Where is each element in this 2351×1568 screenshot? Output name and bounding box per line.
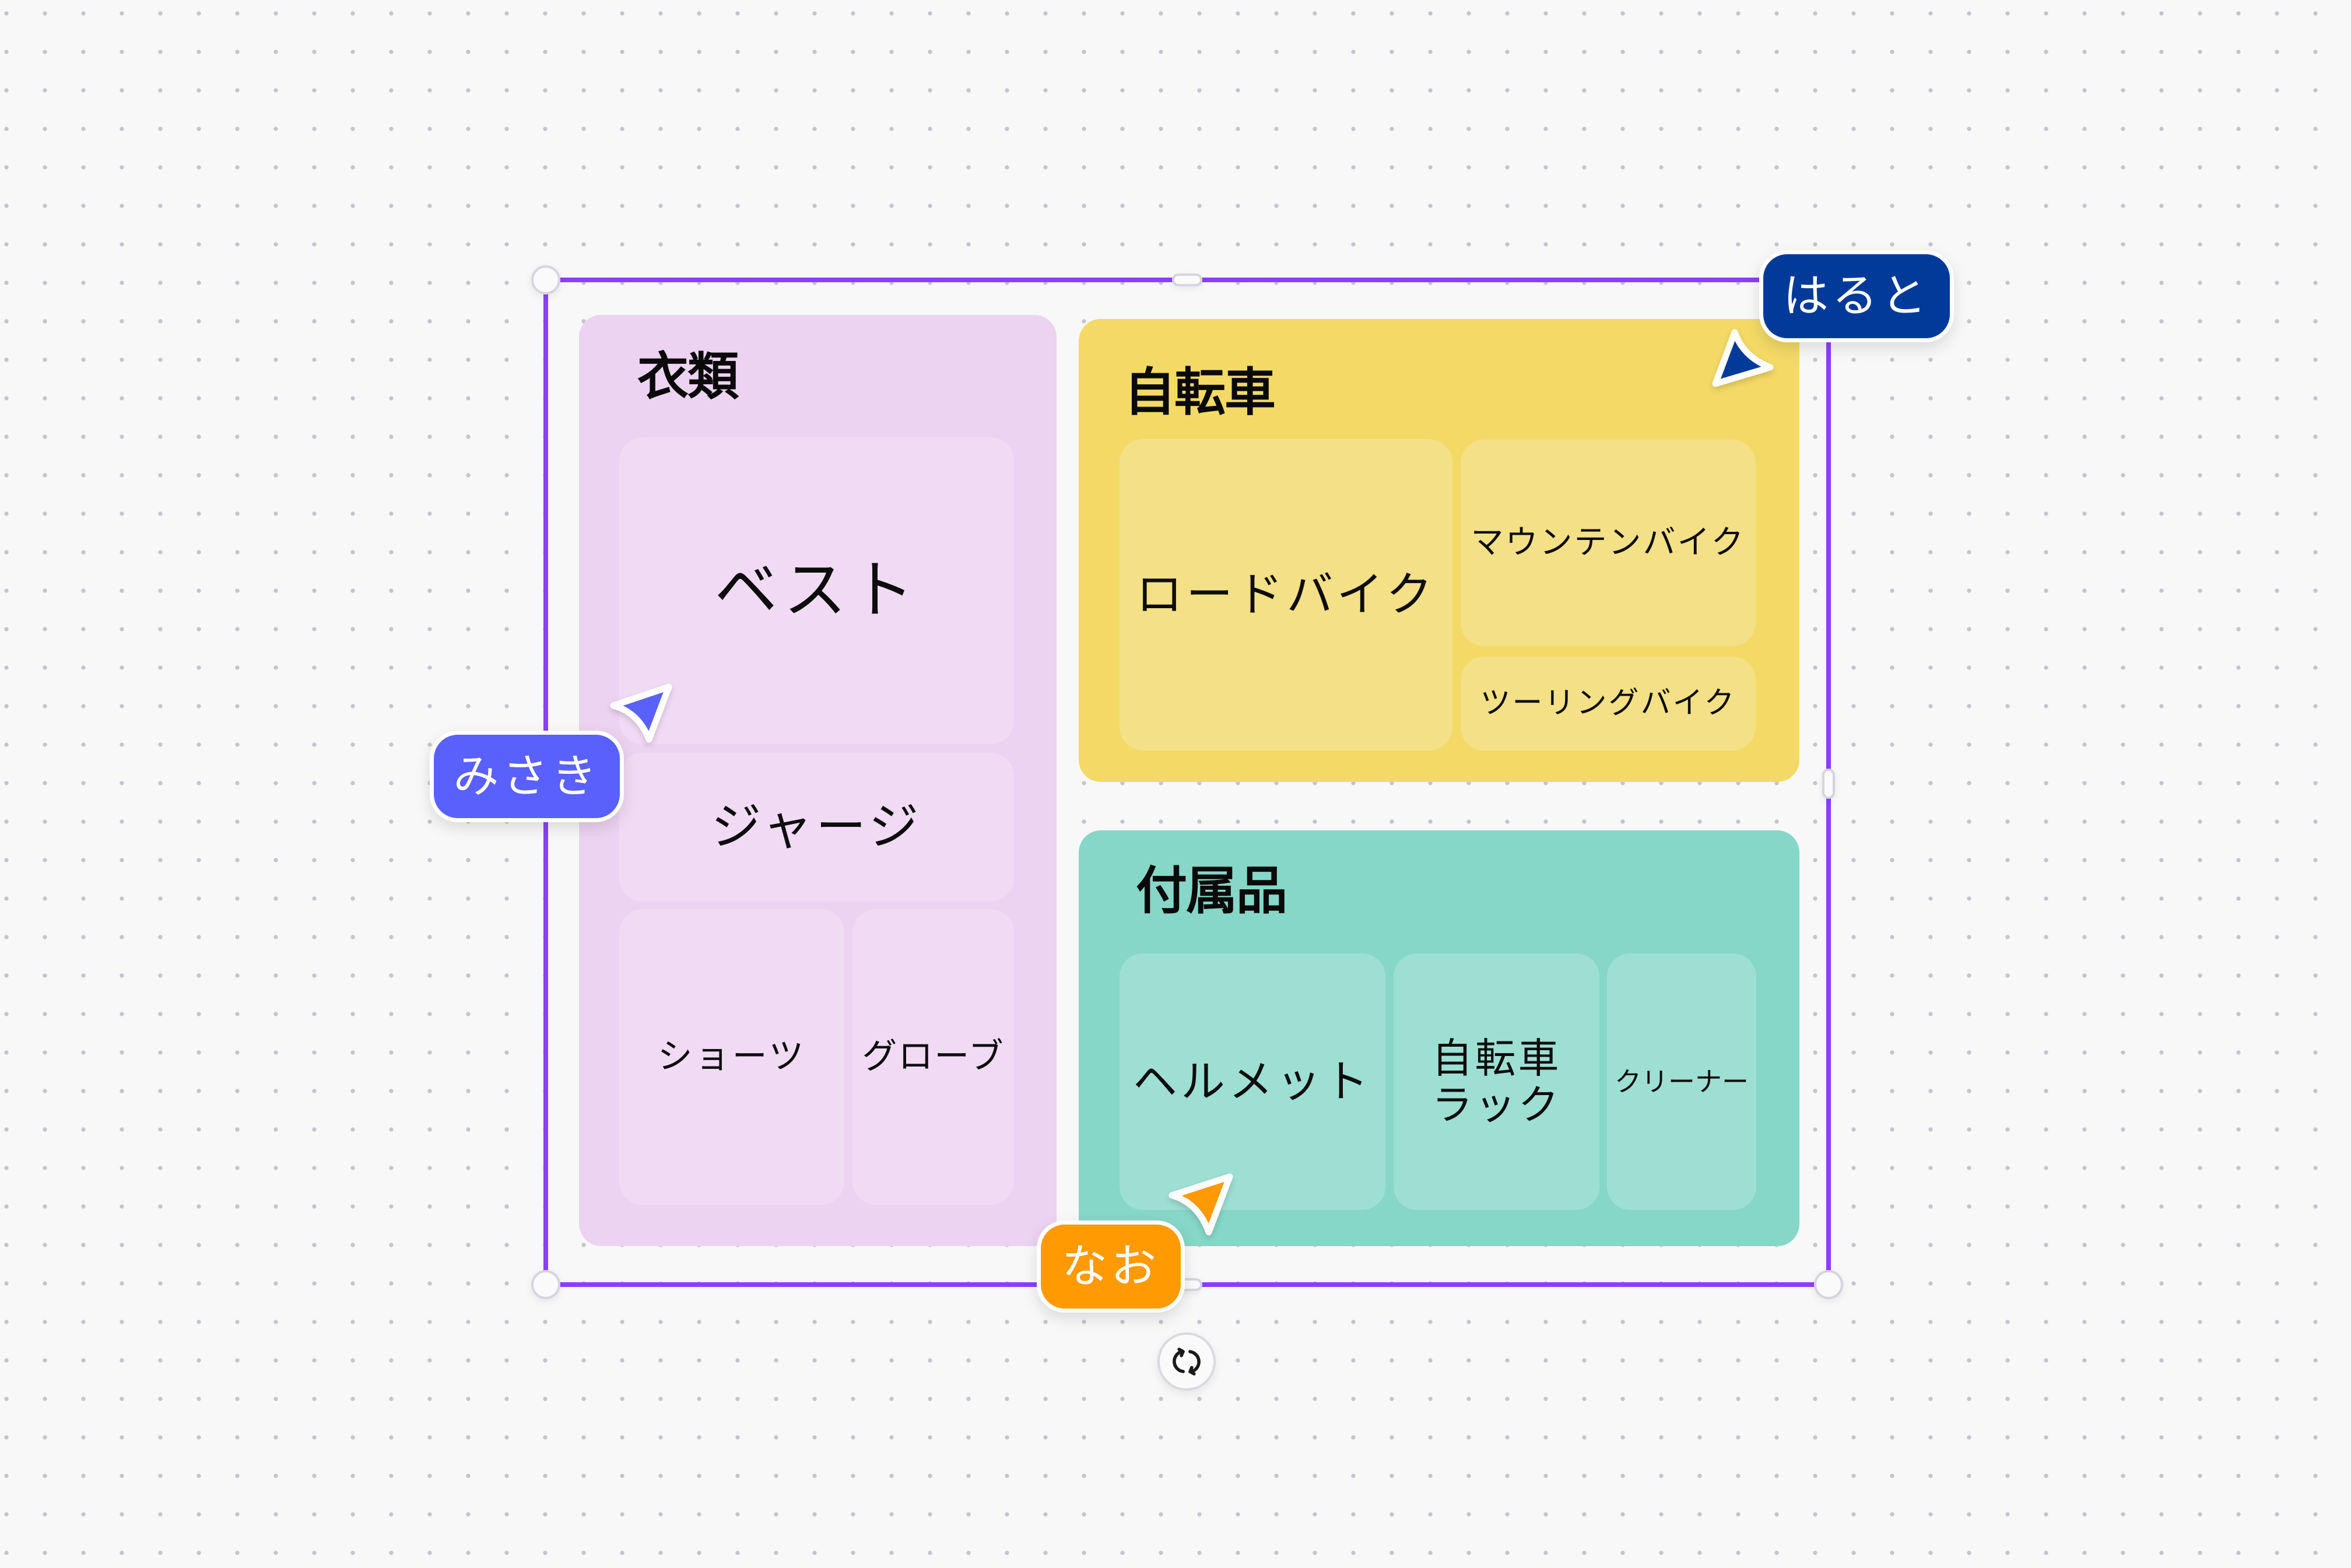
category-accessories[interactable]: 付属品 ヘルメット 自転車 ラック クリーナー (1079, 830, 1799, 1246)
collaborator-tag-haruto: はると (1759, 250, 1954, 342)
treemap-item-bike-rack[interactable]: 自転車 ラック (1394, 953, 1599, 1210)
resize-handle-bottom-right[interactable] (1814, 1270, 1843, 1299)
treemap-item-mountain-bike[interactable]: マウンテンバイク (1461, 440, 1756, 646)
rotate-icon (1173, 1348, 1201, 1376)
rotate-button[interactable] (1157, 1332, 1216, 1391)
cursor-icon-nao (1169, 1173, 1233, 1236)
treemap-item-helmet[interactable]: ヘルメット (1120, 953, 1385, 1210)
resize-handle-top-left[interactable] (531, 265, 560, 294)
cursor-icon-misaki (610, 683, 672, 743)
category-bicycles[interactable]: 自転車 ロードバイク マウンテンバイク ツーリングバイク (1079, 319, 1799, 782)
resize-handle-right[interactable] (1822, 769, 1835, 799)
category-title: 自転車 (1124, 362, 1276, 422)
treemap-item-touring-bike[interactable]: ツーリングバイク (1461, 657, 1756, 750)
collaborator-tag-nao: なお (1037, 1220, 1185, 1313)
resize-handle-bottom-left[interactable] (531, 1270, 560, 1299)
resize-handle-top[interactable] (1172, 273, 1202, 286)
treemap-item-jersey[interactable]: ジャージ (619, 753, 1014, 901)
cursor-icon-haruto (1712, 329, 1774, 387)
treemap-item-cleaner[interactable]: クリーナー (1607, 953, 1756, 1210)
treemap-item-vest[interactable]: ベスト (619, 437, 1014, 744)
treemap-item-road-bike[interactable]: ロードバイク (1120, 439, 1452, 750)
category-clothing[interactable]: 衣類 ベスト ジャージ ショーツ グローブ (579, 315, 1057, 1246)
category-title: 衣類 (637, 346, 739, 406)
collaborator-tag-misaki: みさき (430, 731, 624, 822)
category-title: 付属品 (1136, 861, 1287, 921)
treemap-item-shorts[interactable]: ショーツ (619, 909, 844, 1205)
treemap-item-gloves[interactable]: グローブ (852, 909, 1014, 1205)
